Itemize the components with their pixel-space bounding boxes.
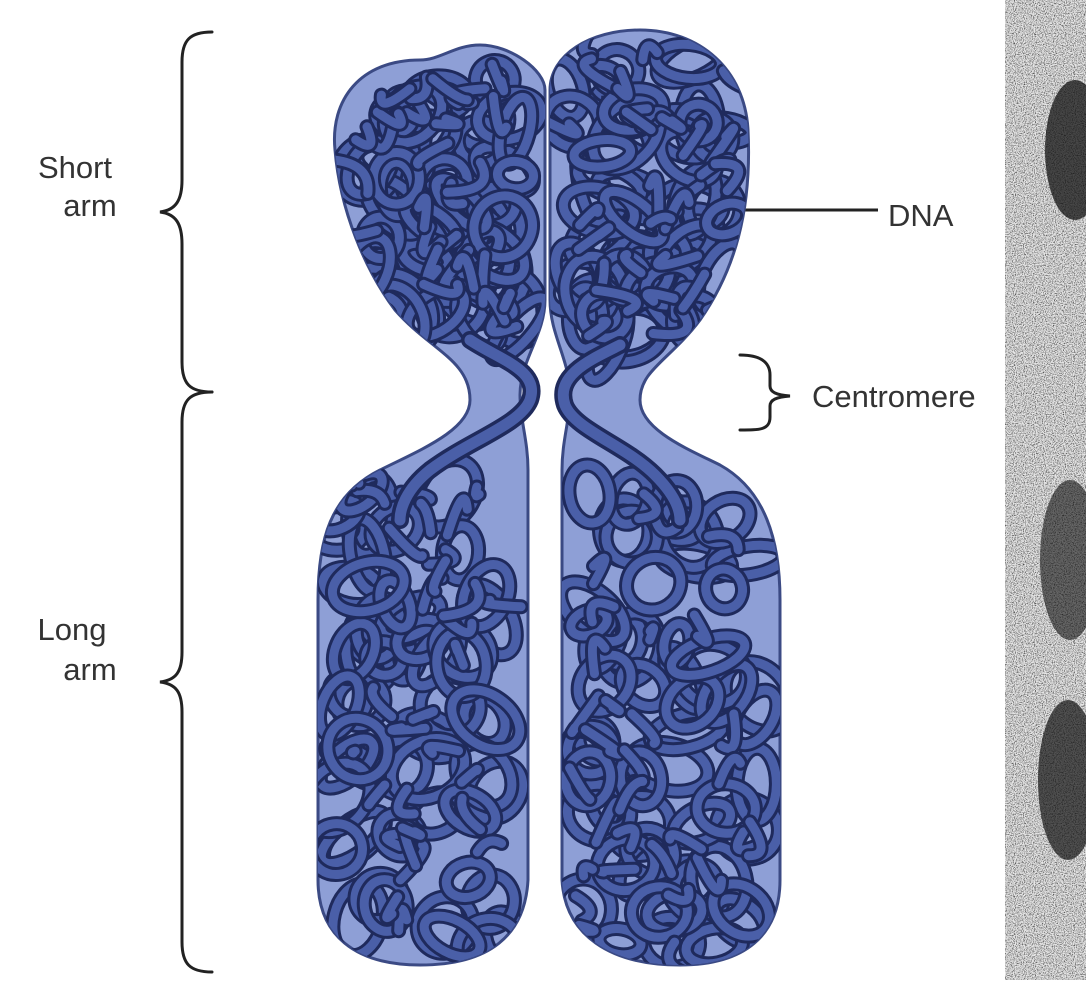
dna-strand-segment xyxy=(352,751,355,753)
left-chromatid xyxy=(290,45,554,980)
dna-strand-segment xyxy=(352,294,368,329)
centromere-label: Centromere xyxy=(812,379,976,414)
centromere-bracket xyxy=(740,355,790,430)
dna-strand-segment xyxy=(601,869,635,872)
long-arm-label-line2: arm xyxy=(63,652,116,687)
long-arm-label-line1: Long xyxy=(38,612,107,647)
dna-strand-segment xyxy=(504,293,510,307)
dna-strand-segment xyxy=(347,231,376,237)
dna-strand-segment xyxy=(650,628,654,640)
dna-label: DNA xyxy=(888,198,954,233)
short-arm-label-line2: arm xyxy=(63,188,116,223)
dna-strand-segment xyxy=(436,119,458,125)
electron-micrograph-strip xyxy=(1005,0,1086,980)
long-arm-bracket xyxy=(160,392,212,972)
dna-strand-segment xyxy=(392,728,425,731)
dna-strand-segment xyxy=(707,307,720,320)
short-arm-bracket xyxy=(160,32,212,392)
dna-strand-segment xyxy=(483,255,485,285)
dna-strand-segment xyxy=(475,487,479,496)
dna-strand-segment xyxy=(352,294,368,329)
short-arm-label-line1: Short xyxy=(38,150,112,185)
dna-strand-segment xyxy=(707,307,720,320)
